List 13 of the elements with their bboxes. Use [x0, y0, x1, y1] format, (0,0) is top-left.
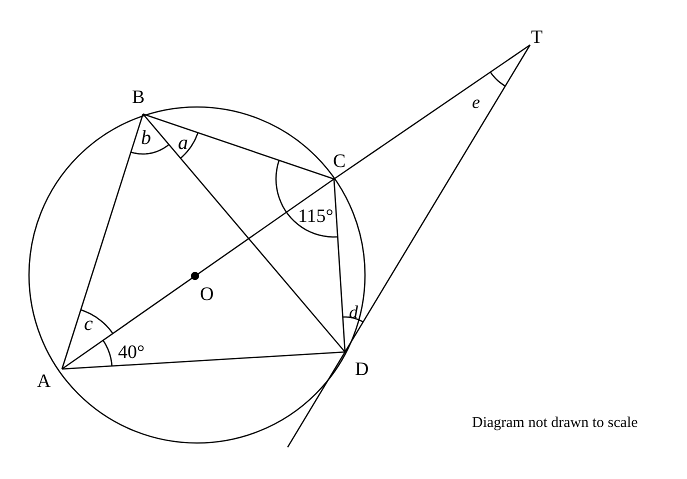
angle-label: 115° [298, 207, 334, 226]
point-label: T [531, 28, 543, 47]
point-label: D [355, 360, 369, 379]
note-text: Diagram not drawn to scale [472, 416, 638, 431]
angle-label: c [84, 314, 93, 334]
point-label: O [200, 285, 214, 304]
point-label: A [37, 372, 51, 391]
angle-label: 40° [118, 343, 145, 362]
angle-label: a [178, 133, 188, 153]
point-label: B [132, 88, 145, 107]
angle-label: b [141, 128, 151, 148]
angle-label: e [472, 93, 480, 111]
point-label: C [333, 152, 346, 171]
